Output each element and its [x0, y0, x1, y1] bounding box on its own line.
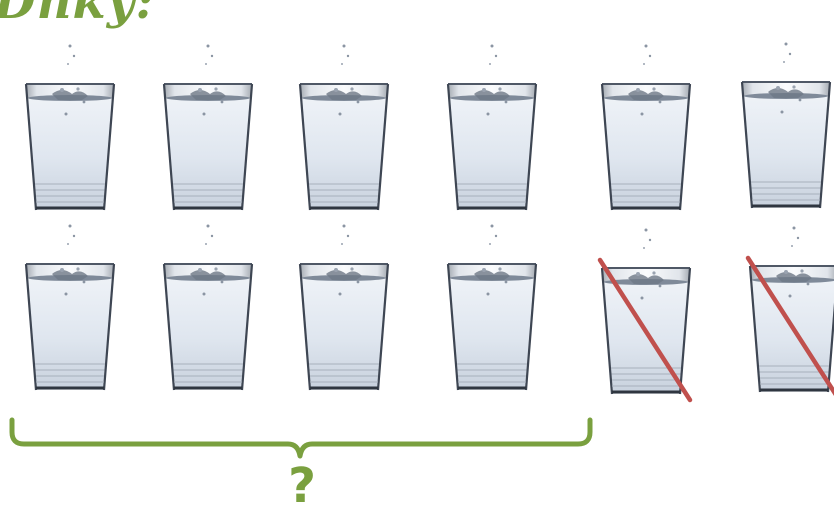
strike-line — [745, 255, 834, 396]
strike-line — [597, 257, 693, 403]
question-mark: ? — [288, 458, 316, 514]
water-glass-crossed-out — [597, 226, 694, 403]
water-glass-crossed-out — [745, 224, 834, 396]
slide-title: Dnky: — [0, 0, 155, 30]
